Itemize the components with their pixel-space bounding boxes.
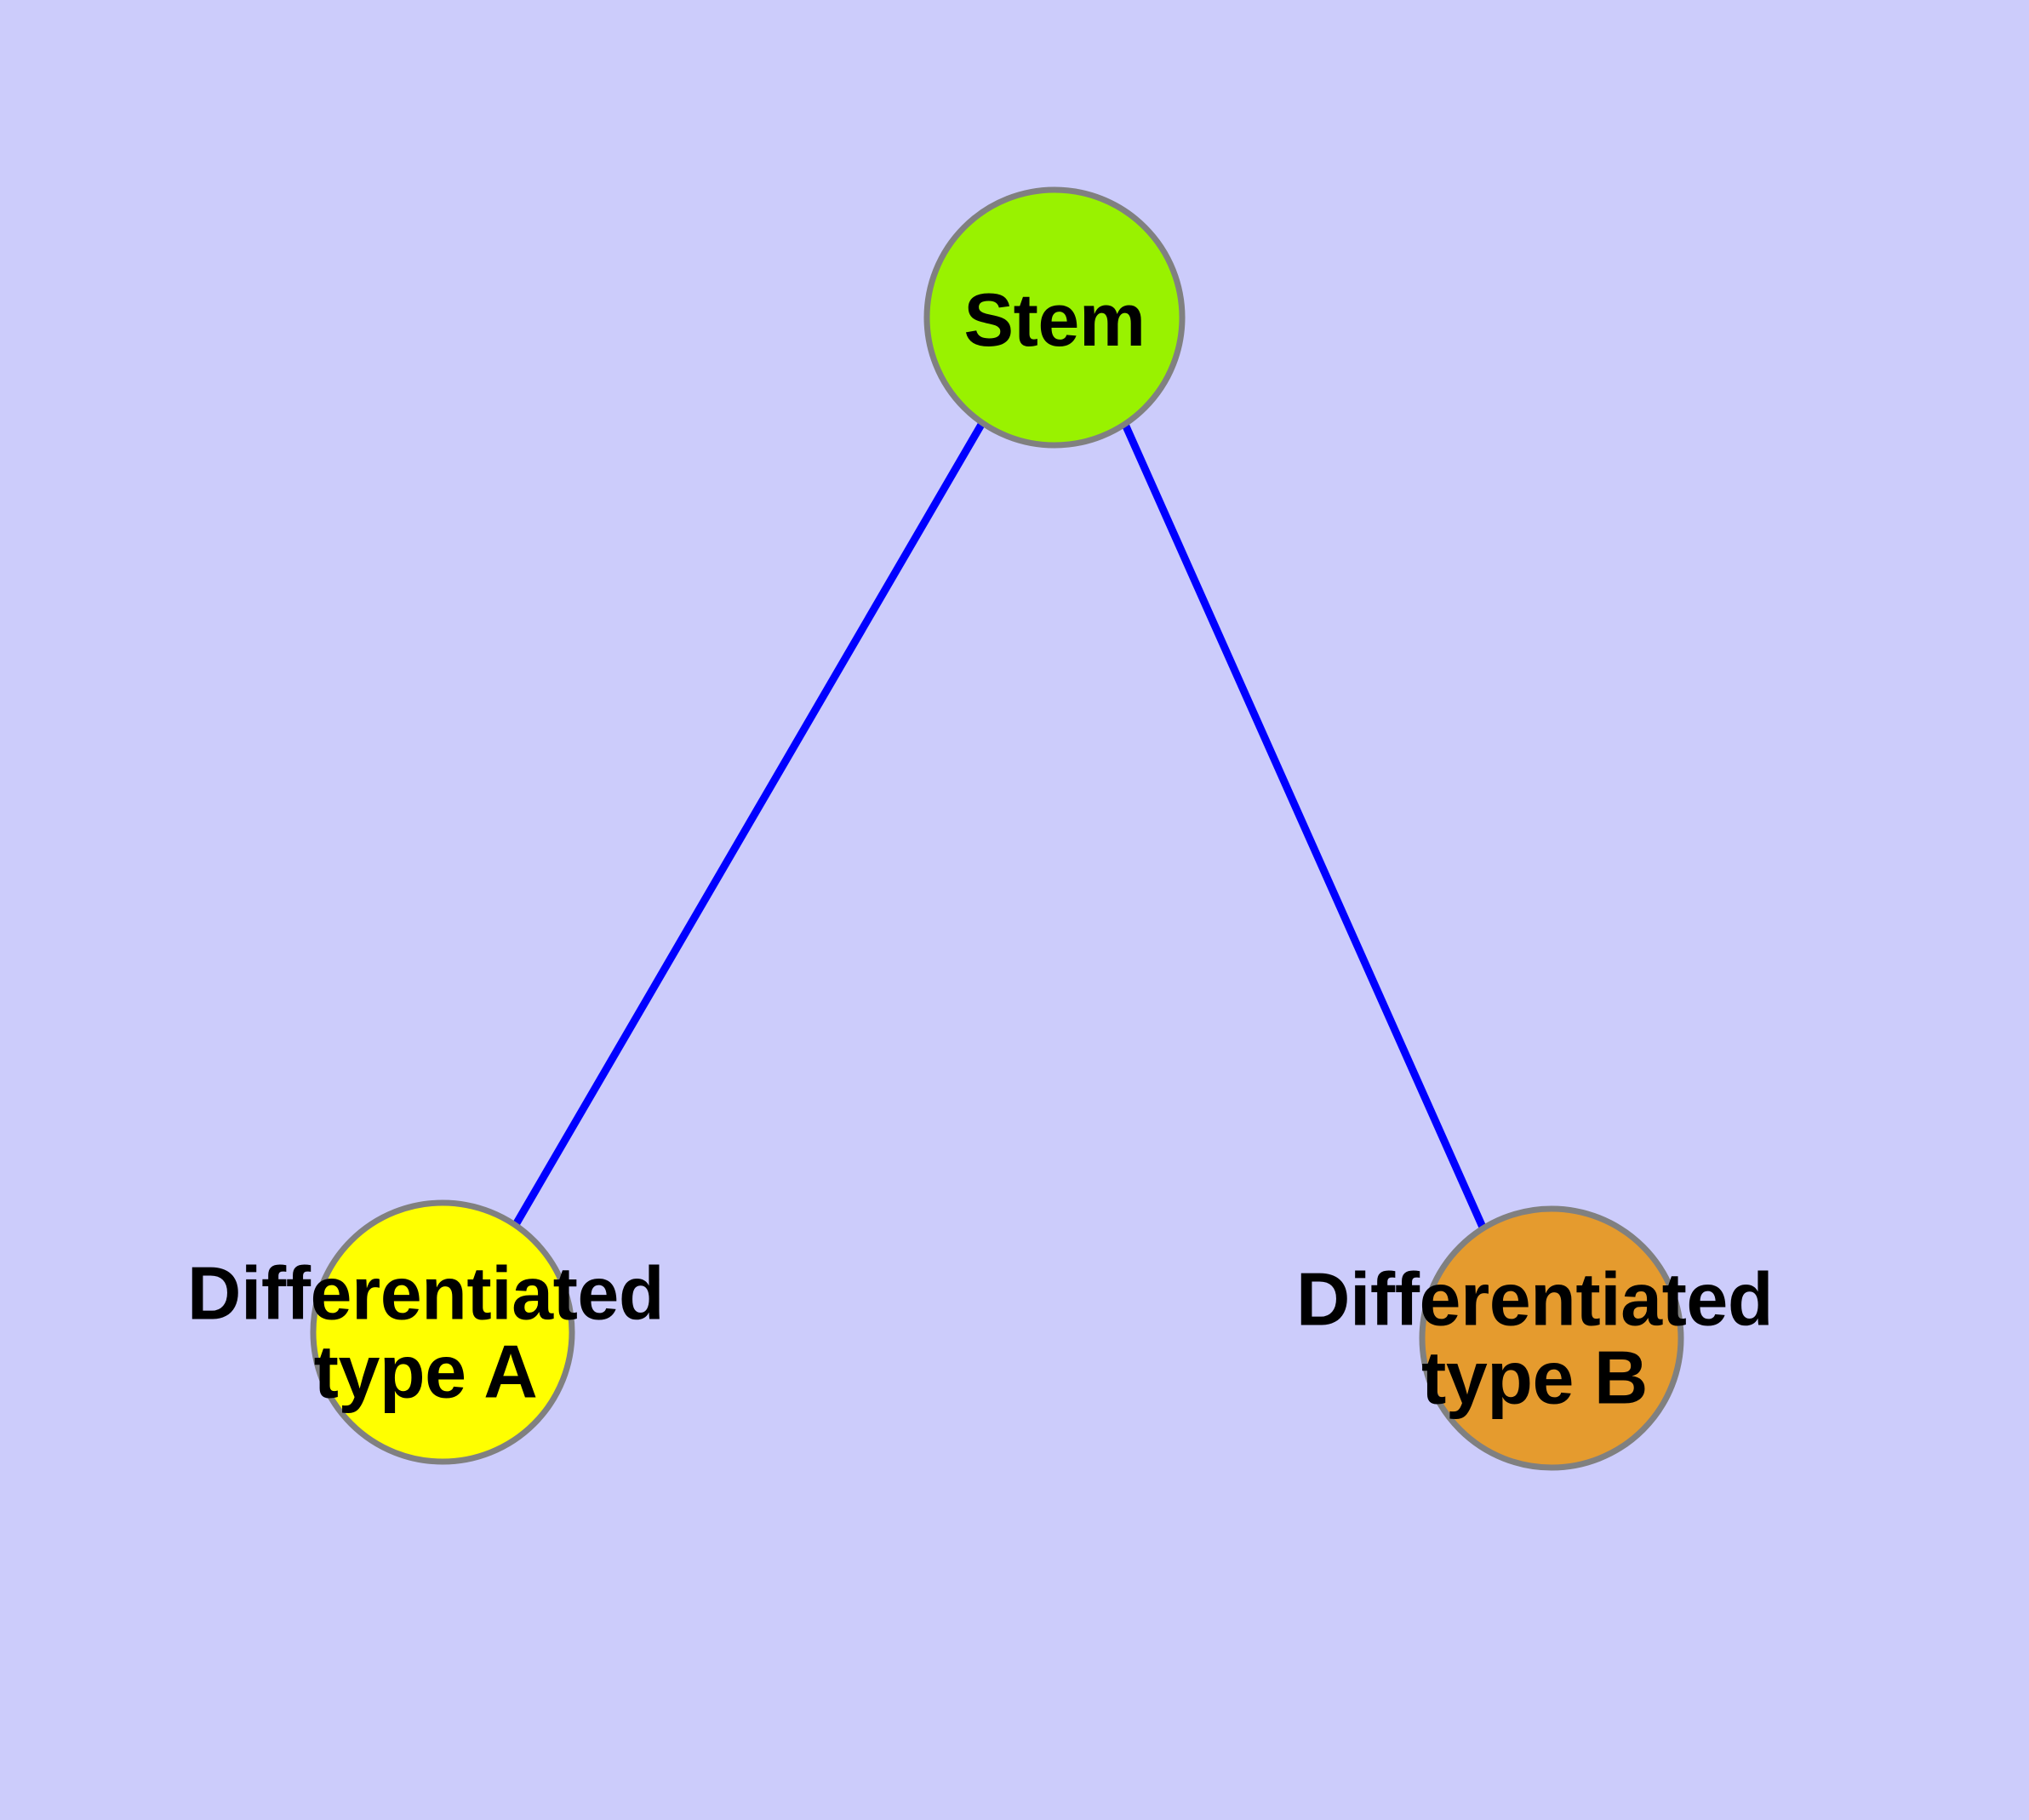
node-differentiated-type-b[interactable] [1419,1205,1684,1471]
node-differentiated-type-a[interactable] [310,1199,575,1465]
edge-stem-to-diff-a [511,421,986,1230]
edge-layer [511,419,1489,1233]
edge-stem-to-diff-b [1119,419,1489,1233]
node-layer [310,186,1684,1471]
node-stem[interactable] [923,186,1186,449]
